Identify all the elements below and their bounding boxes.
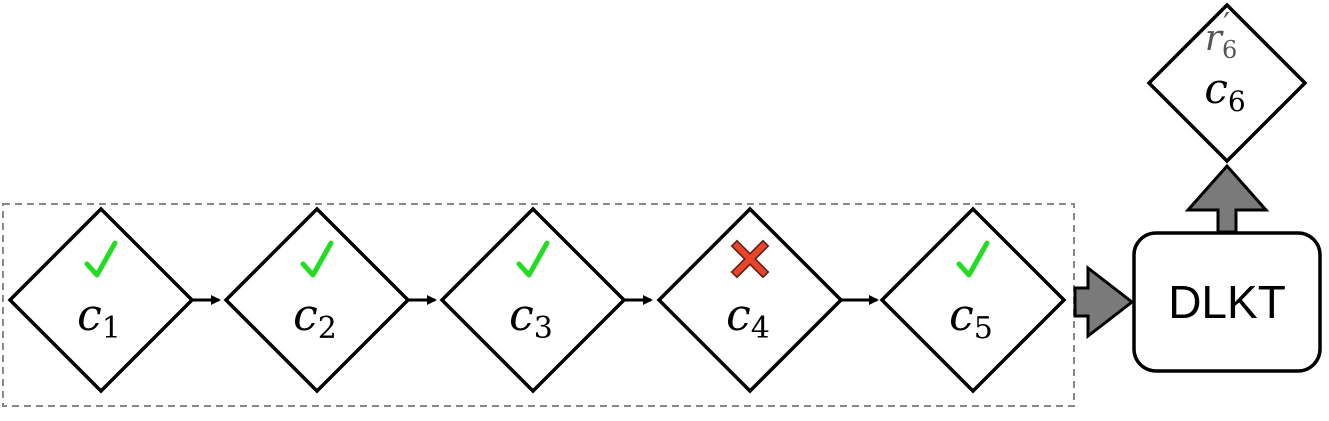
node-label: c1	[77, 290, 121, 346]
node-label: c4	[726, 290, 770, 346]
node-var: c	[949, 290, 974, 341]
node-var: c	[1204, 64, 1228, 113]
node-label: c6	[1204, 64, 1245, 118]
node-sub: 1	[102, 311, 121, 346]
node-c2: c2	[223, 206, 411, 394]
node-label: c5	[949, 290, 993, 346]
node-label: c3	[509, 290, 553, 346]
diamond-shape	[1146, 2, 1308, 164]
diamond-shape	[7, 206, 195, 394]
check-icon	[84, 240, 118, 278]
check-icon	[956, 240, 990, 278]
node-var: c	[293, 290, 318, 341]
check-icon	[300, 240, 334, 278]
node-var: c	[509, 290, 534, 341]
node-c4: c4	[656, 206, 844, 394]
diamond-shape	[439, 206, 627, 394]
node-var: c	[77, 290, 102, 341]
node-c6: r6′ c6	[1146, 2, 1308, 164]
prediction-var: r	[1205, 18, 1224, 59]
node-c5: c5	[879, 206, 1067, 394]
output-block-arrow	[1184, 163, 1270, 234]
node-var: c	[726, 290, 751, 341]
dlkt-label: DLKT	[1168, 276, 1286, 328]
check-icon	[516, 240, 550, 278]
prediction-prime: ′	[1223, 7, 1230, 42]
node-c1: c1	[7, 206, 195, 394]
node-sub: 3	[534, 311, 553, 346]
node-c3: c3	[439, 206, 627, 394]
prediction-sub: 6	[1222, 36, 1237, 64]
input-block-arrow	[1073, 264, 1135, 340]
diamond-shape	[656, 206, 844, 394]
node-sub: 2	[318, 311, 337, 346]
cross-icon	[730, 239, 770, 279]
diamond-shape	[879, 206, 1067, 394]
diamond-shape	[223, 206, 411, 394]
node-sub: 6	[1228, 85, 1246, 118]
prediction-label: r6′	[1205, 7, 1238, 64]
node-sub: 5	[974, 311, 993, 346]
dlkt-model-box: DLKT	[1132, 231, 1322, 373]
node-label: c2	[293, 290, 337, 346]
node-sub: 4	[751, 311, 770, 346]
